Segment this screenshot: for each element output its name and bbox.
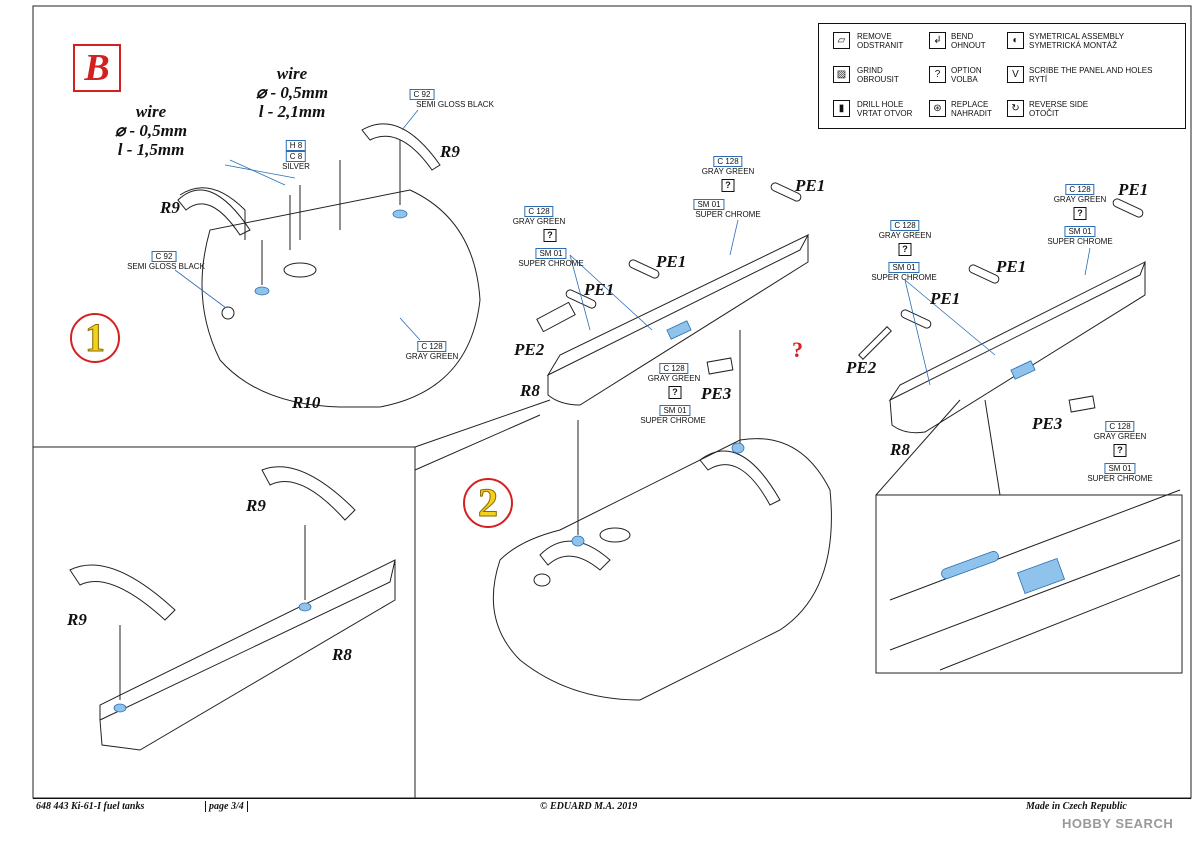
part-label-pe1-b: PE1 — [656, 252, 687, 271]
label-silver: SILVER — [282, 162, 310, 171]
inset-beam — [99, 559, 396, 721]
part-label-pe2-b: PE2 — [846, 358, 877, 377]
footer-page: page 3/4 — [205, 801, 248, 812]
callout-c128-b: C 128 — [713, 156, 743, 167]
part-label-r9-inset-a: R9 — [246, 496, 266, 515]
label-gray-green-b: GRAY GREEN — [701, 167, 755, 176]
label-super-chrome-d: SUPER CHROME — [871, 273, 937, 282]
label-gray-green-d: GRAY GREEN — [878, 231, 932, 240]
detail-inset — [875, 494, 1183, 674]
option-icon: ? — [929, 66, 946, 83]
reverse-icon: ↻ — [1007, 100, 1024, 117]
callout-c128-d: C 128 — [890, 220, 920, 231]
drill-icon: ▮ — [833, 100, 850, 117]
bend-icon: ↲ — [929, 32, 946, 49]
callout-c128-f: C 128 — [1105, 421, 1135, 432]
part-label-r9-right: R9 — [440, 142, 460, 161]
callout-sm01-b: SM 01 — [693, 199, 725, 210]
callout-sm01-f: SM 01 — [1104, 463, 1136, 474]
label-gray-green-f: GRAY GREEN — [1093, 432, 1147, 441]
label-gray-green-e: GRAY GREEN — [1053, 195, 1107, 204]
part-label-pe1-f: PE1 — [1118, 180, 1149, 199]
footer-origin: Made in Czech Republic — [1026, 801, 1127, 812]
callout-h8: H 8 — [285, 140, 307, 151]
label-super-chrome-a: SUPER CHROME — [518, 259, 584, 268]
option-box-e: ? — [1073, 207, 1087, 220]
replace-icon: ⊛ — [929, 100, 946, 117]
callout-c128-tank: C 128 — [417, 341, 447, 352]
step-2-marker: 2 — [463, 478, 513, 528]
callout-c128-c: C 128 — [659, 363, 689, 374]
option-box-a: ? — [543, 229, 557, 242]
part-label-pe2-a: PE2 — [514, 340, 545, 359]
section-label: B — [73, 44, 121, 92]
callout-c128-a: C 128 — [524, 206, 554, 217]
label-semi-gloss-black-left: SEMI GLOSS BLACK — [127, 262, 205, 271]
part-label-r9-left: R9 — [160, 198, 180, 217]
callout-sm01-d: SM 01 — [888, 262, 920, 273]
callout-sm01-e: SM 01 — [1064, 226, 1096, 237]
callout-c92-right: C 92 — [409, 89, 435, 100]
label-gray-green-a: GRAY GREEN — [512, 217, 566, 226]
footer-bar — [33, 798, 1191, 816]
option-box-b: ? — [721, 179, 735, 192]
label-super-chrome-c: SUPER CHROME — [640, 416, 706, 425]
label-semi-gloss-black-right: SEMI GLOSS BLACK — [416, 100, 494, 109]
option-box-d: ? — [898, 243, 912, 256]
part-label-pe1-e: PE1 — [996, 257, 1027, 276]
footer-product: 648 443 Ki-61-I fuel tanks — [36, 801, 145, 812]
tank-step2 — [492, 438, 832, 701]
remove-icon: ▱ — [833, 32, 850, 49]
label-gray-green-c: GRAY GREEN — [647, 374, 701, 383]
callout-sm01-a: SM 01 — [535, 248, 567, 259]
part-label-r8-inset: R8 — [332, 645, 352, 664]
label-gray-green-tank: GRAY GREEN — [405, 352, 459, 361]
label-super-chrome-f: SUPER CHROME — [1087, 474, 1153, 483]
symmetrical-icon: ◐ — [1007, 32, 1024, 49]
callout-sm01-c: SM 01 — [659, 405, 691, 416]
part-label-pe3-a: PE3 — [701, 384, 732, 403]
tank-r10 — [201, 189, 481, 408]
footer-copyright: © EDUARD M.A. 2019 — [540, 801, 638, 812]
scribe-icon: V — [1007, 66, 1024, 83]
option-box-c: ? — [668, 386, 682, 399]
option-question-mark: ? — [792, 337, 803, 362]
part-label-pe1-a: PE1 — [584, 280, 615, 299]
label-super-chrome-e: SUPER CHROME — [1047, 237, 1113, 246]
part-label-r9-inset-b: R9 — [67, 610, 87, 629]
part-label-r8-b: R8 — [890, 440, 910, 459]
callout-c8: C 8 — [285, 151, 307, 162]
label-super-chrome-b: SUPER CHROME — [695, 210, 761, 219]
watermark: HOBBY SEARCH — [1062, 816, 1174, 831]
part-label-pe1-d: PE1 — [930, 289, 961, 308]
grind-icon: ▨ — [833, 66, 850, 83]
callout-c128-e: C 128 — [1065, 184, 1095, 195]
callout-c92-left: C 92 — [151, 251, 177, 262]
part-label-r8-a: R8 — [520, 381, 540, 400]
part-label-pe3-b: PE3 — [1032, 414, 1063, 433]
saddle-r9-right — [361, 123, 441, 171]
step-1-marker: 1 — [70, 313, 120, 363]
saddle-r9-left — [177, 189, 251, 236]
part-label-r10: R10 — [292, 393, 321, 412]
part-label-pe1-c: PE1 — [795, 176, 826, 195]
option-box-f: ? — [1113, 444, 1127, 457]
